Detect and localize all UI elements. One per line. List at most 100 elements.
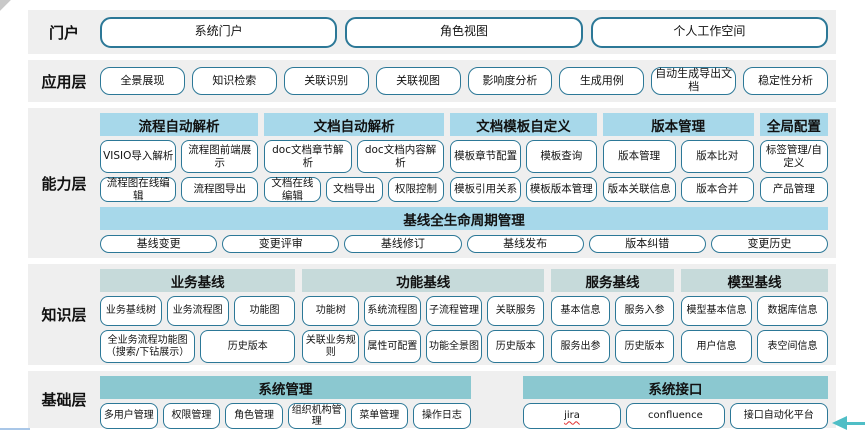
- baseline-button[interactable]: 基线变更: [100, 235, 218, 253]
- capability-button[interactable]: 版本比对: [680, 140, 754, 173]
- system-interface-button[interactable]: jira: [522, 403, 622, 429]
- portal-button[interactable]: 系统门户: [100, 16, 338, 48]
- application-button[interactable]: 生成用例: [559, 67, 645, 95]
- capability-button[interactable]: 流程图前端展示: [181, 140, 258, 173]
- application-button[interactable]: 关联视图: [375, 67, 461, 95]
- layer-band-knowledge: 知识层 业务基线 业务基线树业务流程图功能图 全业务流程功能图（搜索/下钻展示）…: [28, 264, 836, 365]
- knowledge-button[interactable]: 模型基本信息: [680, 296, 752, 326]
- group-service-baseline: 服务基线 基本信息服务入参 服务出参历史版本: [551, 269, 674, 363]
- layer-label-portal: 门户: [48, 23, 79, 42]
- group-header: 模型基线: [680, 269, 828, 292]
- knowledge-button[interactable]: 功能全景图: [425, 330, 483, 363]
- baseline-button-row: 基线变更变更评审基线修订基线发布版本纠错变更历史: [100, 235, 829, 253]
- knowledge-groups: 业务基线 业务基线树业务流程图功能图 全业务流程功能图（搜索/下钻展示）历史版本…: [100, 269, 829, 363]
- knowledge-button[interactable]: 业务流程图: [166, 296, 229, 326]
- knowledge-button[interactable]: 表空间信息: [756, 330, 829, 363]
- capability-button[interactable]: 版本关联信息: [602, 177, 676, 202]
- capability-button[interactable]: doc文档章节解析: [263, 140, 352, 173]
- capability-button[interactable]: 版本合并: [680, 177, 754, 202]
- corner-fold-decoration: [0, 0, 29, 14]
- group-header: 文档自动解析: [263, 113, 445, 136]
- capability-button[interactable]: 模板章节配置: [450, 140, 521, 173]
- capability-button[interactable]: 模板引用关系: [450, 177, 521, 202]
- group-function-baseline: 功能基线 功能树系统流程图子流程管理关联服务 关联业务规则属性可配置功能全景图历…: [302, 269, 545, 363]
- application-button[interactable]: 自动生成导出文档: [651, 67, 737, 95]
- group-header: 系统管理: [100, 376, 471, 399]
- left-arrow-tail: [846, 422, 865, 425]
- baseline-button[interactable]: 变更历史: [710, 235, 829, 253]
- baseline-button[interactable]: 基线修订: [344, 235, 462, 253]
- application-button[interactable]: 稳定性分析: [743, 67, 828, 95]
- group-header: 功能基线: [302, 269, 545, 292]
- application-button[interactable]: 影响度分析: [467, 67, 553, 95]
- group-header: 文档模板自定义: [450, 113, 597, 136]
- group-global-config: 全局配置 标签管理/自定义 产品管理: [759, 113, 829, 202]
- knowledge-button[interactable]: 功能树: [302, 296, 360, 326]
- system-interface-button[interactable]: 接口自动化平台: [729, 403, 829, 429]
- application-button[interactable]: 全景展现: [100, 67, 185, 95]
- capability-button[interactable]: 流程图导出: [181, 177, 258, 202]
- system-interface-button[interactable]: confluence: [626, 403, 725, 429]
- knowledge-button[interactable]: 基本信息: [551, 296, 611, 326]
- knowledge-button[interactable]: 全业务流程功能图（搜索/下钻展示）: [100, 330, 196, 363]
- system-management-button[interactable]: 多用户管理: [100, 403, 158, 429]
- capability-button[interactable]: doc文档内容解析: [356, 140, 445, 173]
- knowledge-button[interactable]: 用户信息: [680, 330, 752, 363]
- group-process-auto-parsing: 流程自动解析 VISIO导入解析流程图前端展示 流程图在线编辑流程图导出: [100, 113, 258, 202]
- system-management-button[interactable]: 权限管理: [162, 403, 221, 429]
- group-header: 系统接口: [522, 376, 829, 399]
- capability-button[interactable]: 流程图在线编辑: [100, 177, 177, 202]
- group-version-management: 版本管理 版本管理版本比对 版本关联信息版本合并: [602, 113, 754, 202]
- system-management-button[interactable]: 组织机构管理: [287, 403, 346, 429]
- baseline-button[interactable]: 变更评审: [222, 235, 340, 253]
- knowledge-button[interactable]: 历史版本: [200, 330, 296, 363]
- capability-button[interactable]: 文档在线编辑: [263, 177, 321, 202]
- baseline-button[interactable]: 基线发布: [466, 235, 584, 253]
- knowledge-button[interactable]: 关联服务: [487, 296, 545, 326]
- layer-band-capability: 能力层 流程自动解析 VISIO导入解析流程图前端展示 流程图在线编辑流程图导出…: [28, 108, 836, 258]
- layer-band-portal: 门户 系统门户角色视图个人工作空间: [28, 10, 836, 54]
- group-header: 服务基线: [551, 269, 674, 292]
- capability-button[interactable]: 文档导出: [325, 177, 383, 202]
- capability-button[interactable]: 标签管理/自定义: [759, 140, 829, 173]
- knowledge-button[interactable]: 功能图: [233, 296, 296, 326]
- capability-button[interactable]: VISIO导入解析: [100, 140, 177, 173]
- knowledge-button[interactable]: 属性可配置: [364, 330, 421, 363]
- knowledge-button[interactable]: 业务基线树: [100, 296, 162, 326]
- baseline-button[interactable]: 版本纠错: [588, 235, 706, 253]
- application-button[interactable]: 关联识别: [283, 67, 369, 95]
- knowledge-button[interactable]: 历史版本: [487, 330, 545, 363]
- capability-button[interactable]: 模板查询: [526, 140, 597, 173]
- portal-button[interactable]: 角色视图: [345, 16, 583, 48]
- layer-label-knowledge: 知识层: [41, 306, 87, 324]
- capability-button[interactable]: 版本管理: [602, 140, 676, 173]
- knowledge-button[interactable]: 服务出参: [551, 330, 611, 363]
- group-model-baseline: 模型基线 模型基本信息数据库信息 用户信息表空间信息: [680, 269, 829, 363]
- knowledge-button[interactable]: 关联业务规则: [302, 330, 360, 363]
- layer-band-application: 应用层 全景展现知识检索关联识别关联视图影响度分析生成用例自动生成导出文档稳定性…: [28, 60, 836, 102]
- portal-button[interactable]: 个人工作空间: [590, 16, 828, 48]
- knowledge-button[interactable]: 历史版本: [615, 330, 674, 363]
- layer-label-application: 应用层: [41, 72, 87, 91]
- knowledge-button[interactable]: 子流程管理: [425, 296, 483, 326]
- system-management-button[interactable]: 角色管理: [225, 403, 283, 429]
- system-management-button[interactable]: 菜单管理: [350, 403, 409, 429]
- knowledge-button[interactable]: 服务入参: [615, 296, 674, 326]
- group-system-management: 系统管理 多用户管理权限管理角色管理组织机构管理菜单管理操作日志: [100, 376, 471, 429]
- group-business-baseline: 业务基线 业务基线树业务流程图功能图 全业务流程功能图（搜索/下钻展示）历史版本: [100, 269, 296, 363]
- application-button-row: 全景展现知识检索关联识别关联视图影响度分析生成用例自动生成导出文档稳定性分析: [100, 65, 828, 97]
- group-header: 全局配置: [759, 113, 829, 136]
- knowledge-button[interactable]: 数据库信息: [756, 296, 829, 326]
- capability-button[interactable]: 模板版本管理: [526, 177, 597, 202]
- layer-label-capability: 能力层: [41, 174, 87, 193]
- capability-button[interactable]: 产品管理: [759, 177, 829, 202]
- application-button[interactable]: 知识检索: [191, 67, 277, 95]
- group-header: 版本管理: [602, 113, 754, 136]
- capability-button[interactable]: 权限控制: [387, 177, 445, 202]
- bottom-left-line-decoration: [0, 428, 30, 430]
- knowledge-button[interactable]: 系统流程图: [364, 296, 421, 326]
- system-management-button[interactable]: 操作日志: [413, 403, 471, 429]
